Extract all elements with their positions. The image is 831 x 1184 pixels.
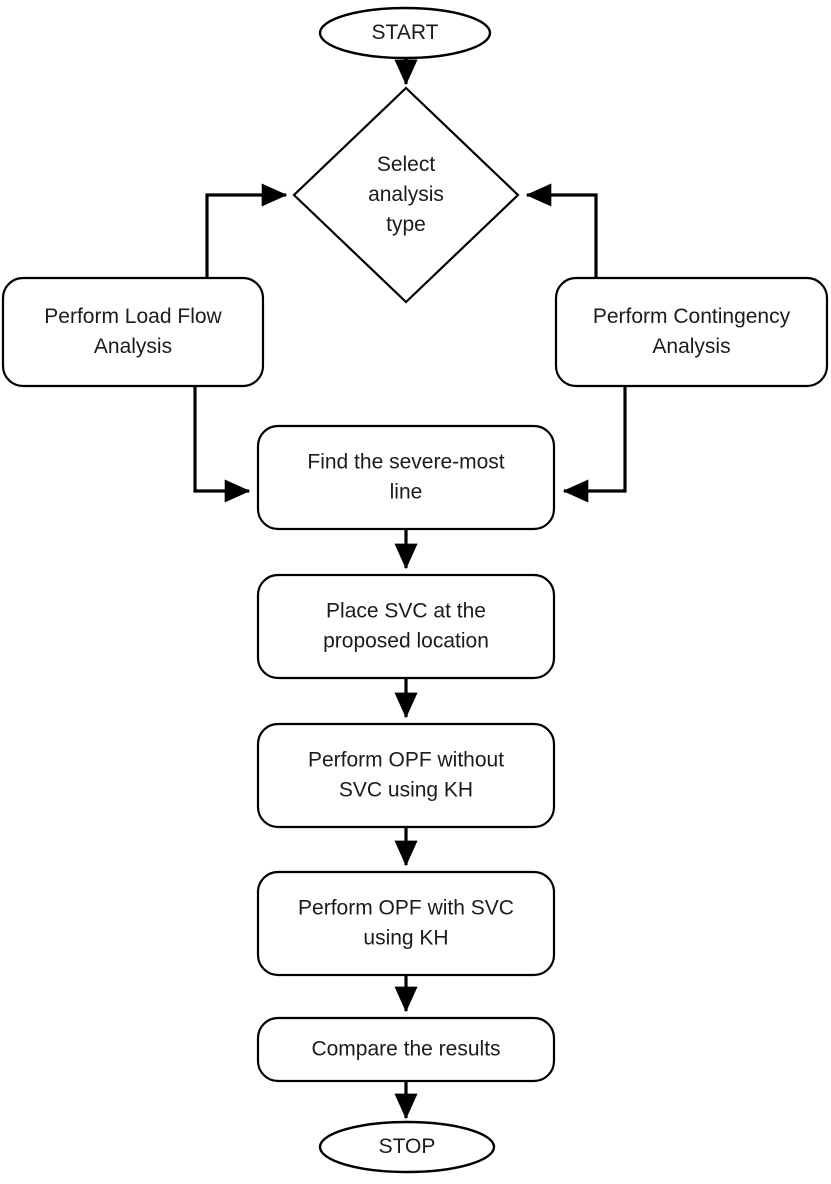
- label-compare-results: Compare the results: [311, 1037, 500, 1060]
- shape-diamond-select-analysis-type: [292, 86, 520, 304]
- shape-oval-start: [318, 6, 492, 60]
- shape-rect-place-svc: [256, 573, 556, 680]
- connector-contingency-to-find: [562, 386, 627, 503]
- connector-layer: [193, 58, 627, 1120]
- shape-rect-find-severe-most-line: [256, 424, 556, 531]
- shape-rect-perform-opf-without-svc: [256, 722, 556, 829]
- shape-rect-compare-results: [256, 1016, 556, 1083]
- shape-rect-perform-load-flow-analysis: [1, 276, 265, 388]
- shape-rect-perform-contingency-analysis: [554, 276, 829, 388]
- shape-rect-perform-opf-with-svc: [256, 870, 556, 977]
- connector-load-flow-to-decision: [205, 183, 288, 278]
- connector-load-flow-to-find: [193, 386, 251, 503]
- node-stop: STOP: [318, 1120, 496, 1174]
- node-compare-results: Compare the results: [256, 1016, 556, 1083]
- shape-oval-stop: [318, 1120, 496, 1174]
- label-stop: STOP: [379, 1135, 436, 1158]
- label-start: START: [372, 21, 439, 44]
- node-start: START: [318, 6, 492, 60]
- connector-contingency-to-decision: [525, 183, 598, 278]
